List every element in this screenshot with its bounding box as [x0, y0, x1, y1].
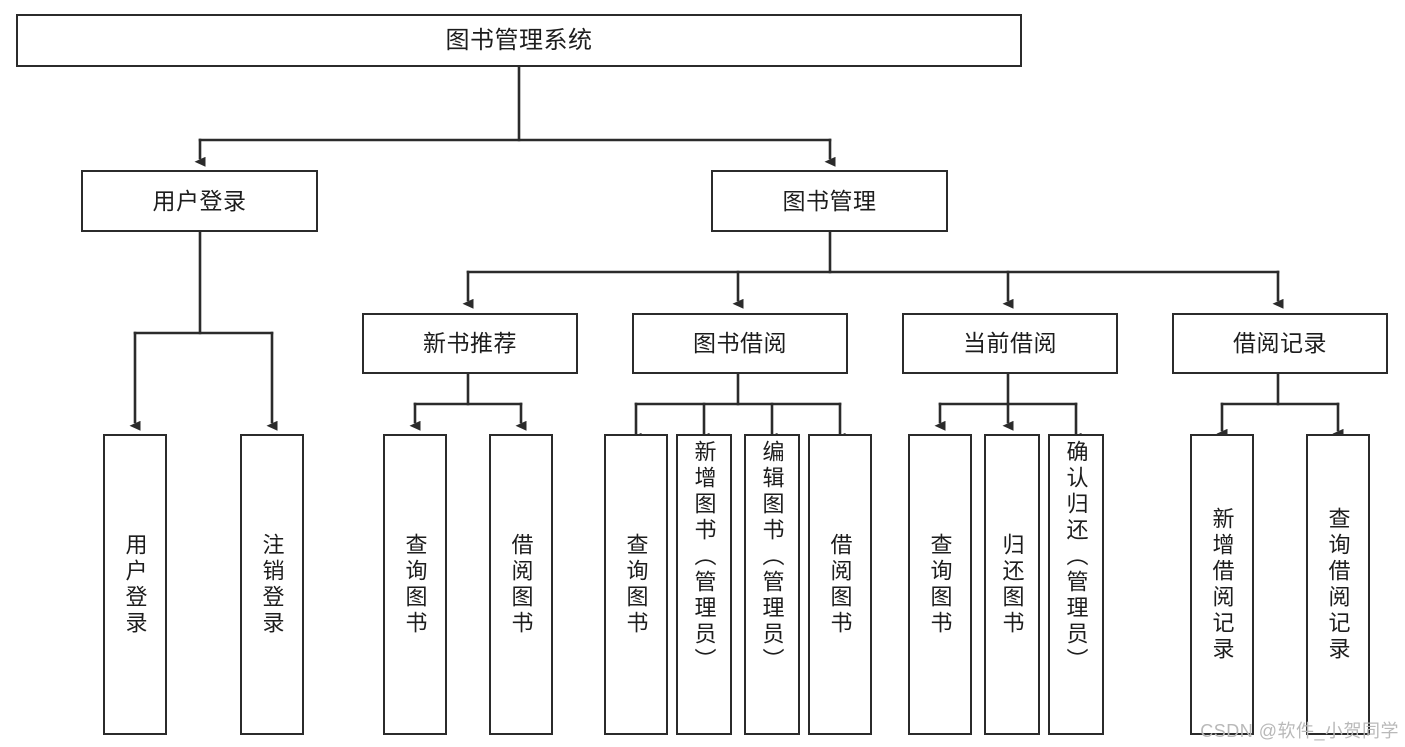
- node-new-book-recommend[interactable]: 新书推荐: [362, 313, 578, 374]
- node-label: 新增图书（管理员）: [691, 440, 717, 674]
- node-label: 借阅记录: [1233, 330, 1327, 357]
- node-label: 确认归还（管理员）: [1063, 440, 1089, 674]
- node-label: 用户登录: [152, 187, 247, 214]
- node-label: 查询图书: [927, 532, 953, 637]
- leaf-new-book-borrow-book[interactable]: 借阅图书: [489, 434, 553, 735]
- leaf-user-login-login[interactable]: 用户登录: [103, 434, 167, 735]
- node-label: 归还图书: [999, 532, 1025, 637]
- leaf-borrow-record-query-record[interactable]: 查询借阅记录: [1306, 434, 1370, 735]
- node-label: 用户登录: [122, 532, 148, 637]
- leaf-book-borrow-edit-book-admin[interactable]: 编辑图书（管理员）: [744, 434, 800, 735]
- node-user-login[interactable]: 用户登录: [81, 170, 318, 232]
- node-borrow-record[interactable]: 借阅记录: [1172, 313, 1388, 374]
- node-label: 查询借阅记录: [1325, 506, 1351, 663]
- leaf-book-borrow-add-book-admin[interactable]: 新增图书（管理员）: [676, 434, 732, 735]
- node-book-borrow[interactable]: 图书借阅: [632, 313, 848, 374]
- leaf-borrow-record-add-record[interactable]: 新增借阅记录: [1190, 434, 1254, 735]
- node-label: 图书管理: [782, 187, 877, 214]
- node-label: 查询图书: [623, 532, 649, 637]
- node-label: 图书管理系统: [445, 26, 593, 54]
- leaf-user-login-logout[interactable]: 注销登录: [240, 434, 304, 735]
- leaf-current-borrow-return-book[interactable]: 归还图书: [984, 434, 1040, 735]
- node-label: 图书借阅: [693, 330, 787, 357]
- node-label: 新增借阅记录: [1209, 506, 1235, 663]
- leaf-current-borrow-query-book[interactable]: 查询图书: [908, 434, 972, 735]
- node-book-management[interactable]: 图书管理: [711, 170, 948, 232]
- leaf-new-book-query-book[interactable]: 查询图书: [383, 434, 447, 735]
- leaf-book-borrow-query-book[interactable]: 查询图书: [604, 434, 668, 735]
- node-label: 编辑图书（管理员）: [759, 440, 785, 674]
- node-current-borrow[interactable]: 当前借阅: [902, 313, 1118, 374]
- node-label: 当前借阅: [963, 330, 1057, 357]
- node-label: 借阅图书: [827, 532, 853, 637]
- leaf-current-borrow-confirm-return-admin[interactable]: 确认归还（管理员）: [1048, 434, 1104, 735]
- node-label: 注销登录: [259, 532, 285, 637]
- leaf-book-borrow-borrow-book[interactable]: 借阅图书: [808, 434, 872, 735]
- node-label: 新书推荐: [423, 330, 517, 357]
- node-root-book-management-system[interactable]: 图书管理系统: [16, 14, 1022, 67]
- node-label: 查询图书: [402, 532, 428, 637]
- node-label: 借阅图书: [508, 532, 534, 637]
